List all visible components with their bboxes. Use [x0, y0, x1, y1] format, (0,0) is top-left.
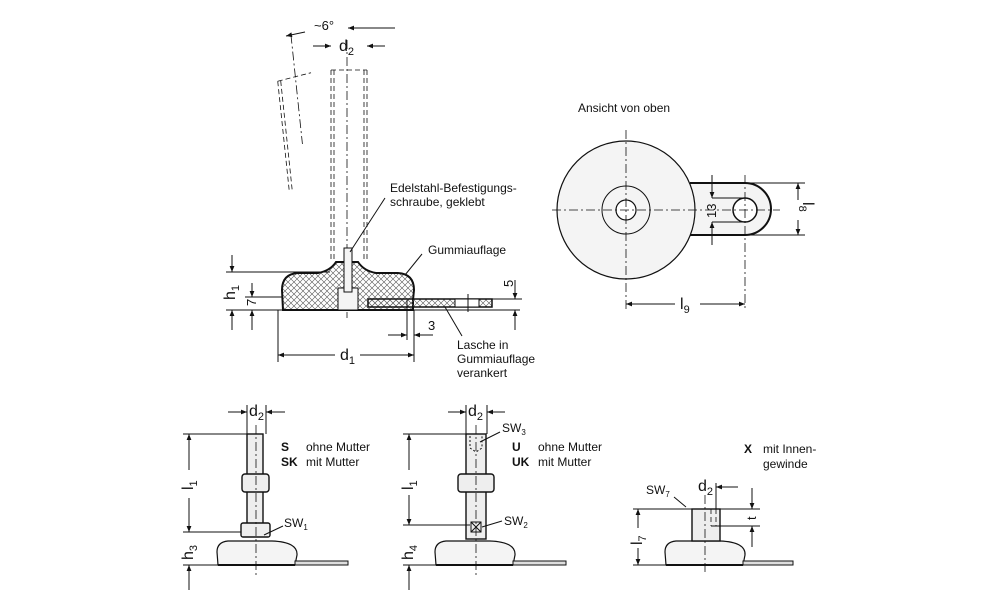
d2-label: d2: [698, 478, 713, 498]
desc-sk: mit Mutter: [306, 455, 359, 469]
stem-outline: [330, 40, 368, 318]
rubber-pad: [434, 540, 516, 566]
mounting-tab: [512, 560, 567, 566]
screw-note-line1: Edelstahl-Befestigungs-: [390, 181, 517, 195]
desc-uk: mit Mutter: [538, 455, 591, 469]
desc-s: ohne Mutter: [306, 440, 370, 454]
tilted-stem-outline: [277, 34, 312, 191]
dim-5: 5: [501, 280, 516, 287]
variant-u-view: d2 l1 h4 SW3 SW2 U ohne Mutter UK mit Mu…: [400, 403, 602, 590]
sw2-label: SW2: [504, 514, 528, 530]
mounting-tab: [367, 298, 493, 308]
tab-note-line2: Gummiauflage: [457, 352, 535, 366]
code-u: U: [512, 440, 521, 454]
l8-label: l8: [796, 202, 816, 212]
mounting-tab: [294, 560, 349, 566]
sw7-label: SW7: [646, 483, 670, 499]
variant-x-view: d2 t l7 SW7 X mit Innen- gewinde: [629, 442, 816, 575]
desc-x-line1: mit Innen-: [763, 442, 816, 456]
top-view-title: Ansicht von oben: [578, 101, 670, 115]
tab-note-line1: Lasche in: [457, 338, 508, 352]
dim-3: 3: [428, 318, 435, 333]
l7-label: l7: [629, 535, 649, 545]
fixing-screw: [343, 247, 353, 293]
d2-label: d2: [249, 403, 264, 423]
hex-base: [240, 522, 271, 538]
variant-s-view: d2 l1 h3 SW1 S ohne Mutter SK mit Mutter: [180, 403, 370, 590]
code-uk: UK: [512, 455, 530, 469]
hex-socket-top: [469, 436, 483, 453]
h1-label: h1: [222, 285, 242, 300]
code-sk: SK: [281, 455, 298, 469]
rubber-note: Gummiauflage: [428, 243, 506, 257]
lock-nut: [241, 473, 270, 493]
dim-7: 7: [244, 299, 259, 306]
desc-x-line2: gewinde: [763, 457, 808, 471]
tab-note-line3: verankert: [457, 366, 508, 380]
main-section-view: ~6° d2 Edelstahl-Befestigungs- schraube,…: [222, 18, 535, 380]
d2-label: d2: [339, 38, 354, 58]
d2-label: d2: [468, 403, 483, 423]
l9-label: l9: [680, 296, 690, 316]
angle-label: ~6°: [314, 18, 334, 33]
sw1-label: SW1: [284, 516, 308, 532]
sw3-label: SW3: [502, 421, 526, 437]
l1-label: l1: [400, 480, 420, 490]
rubber-pad: [216, 540, 298, 566]
d1-label: d1: [340, 347, 355, 367]
screw-note-line2: schraube, geklebt: [390, 195, 485, 209]
l1-label: l1: [180, 480, 200, 490]
code-s: S: [281, 440, 289, 454]
mounting-tab: [742, 560, 794, 566]
top-view: Ansicht von oben 13 l8 l9: [552, 101, 816, 316]
h3-label: h3: [180, 545, 200, 560]
h4-label: h4: [400, 545, 420, 560]
dim-13: 13: [704, 204, 719, 218]
t-label: t: [744, 516, 759, 520]
tab-outline: [690, 182, 772, 236]
desc-u: ohne Mutter: [538, 440, 602, 454]
code-x: X: [744, 442, 752, 456]
